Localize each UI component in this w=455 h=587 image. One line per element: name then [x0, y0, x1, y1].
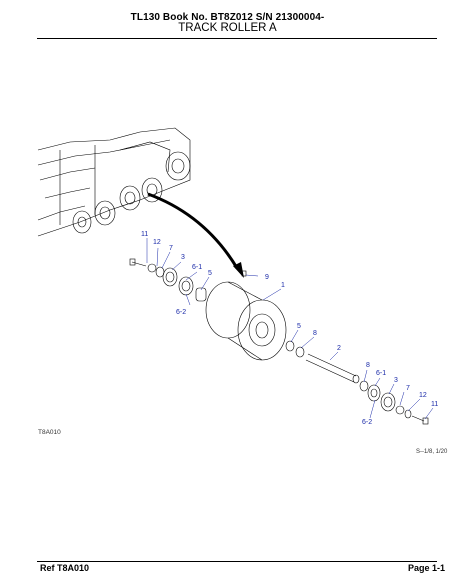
arrow-head — [233, 262, 244, 278]
page-number: Page 1-1 — [407, 563, 445, 573]
scale-note: S--1/8, 1/20 — [416, 449, 448, 455]
callout-11-left: 11 — [141, 231, 148, 238]
callout-8-lower: 8 — [366, 362, 370, 369]
callout-8-upper: 8 — [313, 330, 317, 337]
ref-label: Ref T8A010 — [40, 563, 90, 573]
callout-12-right: 12 — [419, 392, 427, 399]
page-title: TRACK ROLLER A — [178, 22, 277, 34]
callout-7-left: 7 — [169, 245, 173, 252]
callout-12-left: 12 — [153, 239, 161, 246]
parts-left — [129, 258, 207, 302]
callout-6-1-left: 6-1 — [192, 264, 202, 271]
header-rule — [37, 38, 437, 39]
callout-labels: 11 12 7 3 6-1 5 6-2 9 1 5 8 2 8 6-1 3 7 … — [141, 231, 438, 426]
callout-6-1-right: 6-1 — [376, 370, 386, 377]
callout-6-2-right: 6-2 — [362, 419, 372, 426]
roller-body — [205, 270, 287, 361]
callout-5-right: 5 — [297, 323, 301, 330]
callout-3-right: 3 — [394, 377, 398, 384]
callout-5-left: 5 — [208, 270, 212, 277]
callout-9: 9 — [265, 274, 269, 281]
undercarriage-frame — [37, 127, 191, 237]
zoom-arrow — [147, 192, 239, 269]
callout-leaders — [146, 238, 434, 420]
callout-3-left: 3 — [181, 254, 185, 261]
callout-6-2-left: 6-2 — [176, 309, 186, 316]
callout-11-right: 11 — [431, 401, 438, 408]
footer-rule — [37, 561, 437, 562]
figure-code: T8A010 — [38, 429, 61, 436]
page-header: TL130 Book No. BT8Z012 S/N 21300004- TRA… — [0, 12, 455, 34]
callout-7-right: 7 — [406, 385, 410, 392]
callout-1: 1 — [281, 282, 285, 289]
model-book-serial-line: TL130 Book No. BT8Z012 S/N 21300004- — [130, 12, 325, 23]
parts-right — [285, 340, 429, 425]
callout-2: 2 — [337, 345, 341, 352]
